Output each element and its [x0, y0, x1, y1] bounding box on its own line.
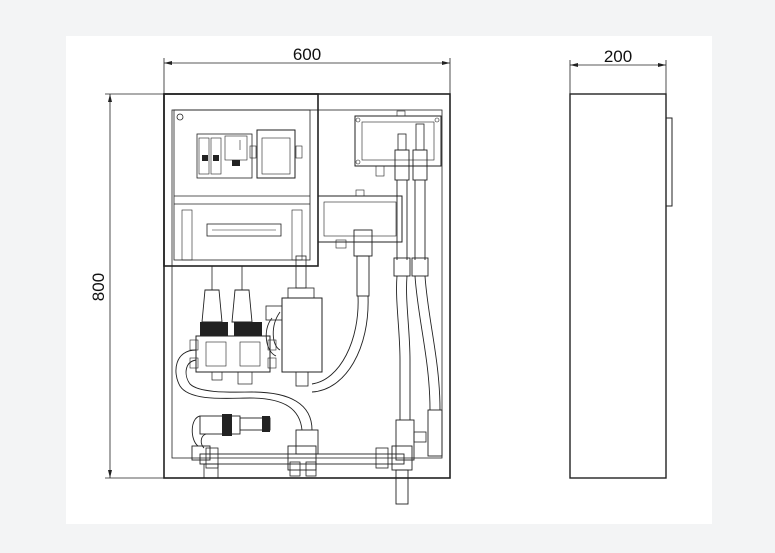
width-dimension: 600	[163, 45, 451, 94]
flow-tubes	[393, 123, 443, 461]
height-dimension-label: 800	[89, 273, 108, 301]
controller-unit	[249, 129, 303, 179]
depth-dimension: 200	[569, 47, 667, 94]
cabinet-side-view	[569, 93, 673, 479]
control-box	[163, 93, 319, 267]
circuit-breakers	[196, 133, 253, 179]
width-dimension-label: 600	[293, 45, 321, 64]
junction-box-middle	[317, 189, 403, 249]
sample-hose	[311, 229, 373, 393]
sensor-electrodes	[189, 266, 277, 385]
junction-box-upper	[354, 110, 442, 177]
loop-hoses	[175, 311, 313, 431]
height-dimension: 800	[89, 93, 164, 479]
depth-dimension-label: 200	[604, 47, 632, 66]
flow-chamber	[265, 255, 323, 387]
bottom-pipework	[191, 414, 413, 505]
